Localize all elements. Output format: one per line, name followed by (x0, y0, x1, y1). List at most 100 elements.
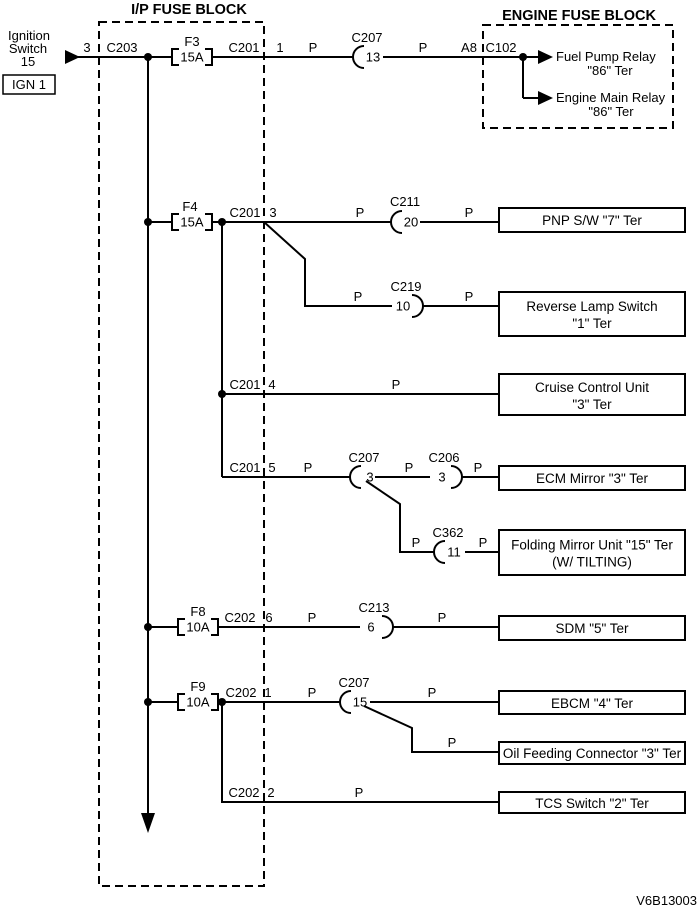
ecm-wirecolor-label-3: P (474, 460, 483, 475)
engine-main-relay-terminal: "86" Ter (588, 104, 634, 119)
junction-dot (519, 53, 527, 61)
junction-dot (144, 218, 152, 226)
fuel-pump-relay-arrow-icon (538, 50, 553, 64)
connector-c207-13-pin: 13 (366, 50, 380, 65)
fuse-f4-rating: 15A (180, 215, 203, 230)
fuse-f3-symbol (171, 48, 213, 66)
ebcm-target-box (498, 690, 686, 715)
main-pin-label: 1 (276, 40, 283, 55)
sdm-target-label: SDM "5" Ter (555, 621, 629, 636)
trunk-down-arrow-icon (141, 813, 155, 833)
engine-fuse-block-boundary (482, 24, 674, 129)
junction-dot (144, 698, 152, 706)
sdm-target-box (498, 615, 686, 641)
source-label-line2: Switch (9, 41, 47, 56)
main-wirecolor-label-2: P (419, 40, 428, 55)
pnp-conn-label: C201 (229, 205, 260, 220)
folding-target-box (498, 529, 686, 576)
cruise-target-label-line2: "3" Ter (572, 397, 612, 412)
junction-dot (144, 623, 152, 631)
pnp-pin-label: 3 (269, 205, 276, 220)
source-arrow-icon (65, 50, 80, 64)
diagram-code: V6B13003 (636, 893, 697, 908)
main-conn-label: C201 (228, 40, 259, 55)
fuse-f8-symbol (177, 618, 219, 636)
ecm-pin-label: 5 (268, 460, 275, 475)
tcs-row-wire (221, 702, 499, 803)
fuse-f8-id: F8 (190, 604, 205, 619)
oil-target-box (498, 741, 686, 765)
source-connector-label: C203 (106, 40, 137, 55)
connector-c211-pin: 20 (404, 215, 418, 230)
sdm-wirecolor-label-1: P (308, 610, 317, 625)
ip-fuse-block-boundary (98, 21, 265, 887)
fuse-f3-id: F3 (184, 34, 199, 49)
pnp-target-label: PNP S/W "7" Ter (542, 213, 642, 228)
reverse-wirecolor-label-2: P (465, 289, 474, 304)
connector-c213-label: C213 (358, 600, 389, 615)
ign1-tag-label: IGN 1 (12, 77, 46, 92)
connector-c102-label: C102 (485, 40, 516, 55)
cruise-wirecolor-label-1: P (392, 377, 401, 392)
folding-wirecolor-label-1: P (412, 535, 421, 550)
connector-c219-arc (411, 294, 424, 318)
tcs-conn-label: C202 (228, 785, 259, 800)
cruise-target-label-line1: Cruise Control Unit (535, 380, 649, 395)
pnp-wirecolor-label-2: P (465, 205, 474, 220)
sdm-conn-label: C202 (224, 610, 255, 625)
source-label-line3: 15 (21, 54, 35, 69)
reverse-wirecolor-label-1: P (354, 289, 363, 304)
fuse-f9-id: F9 (190, 679, 205, 694)
main-wirecolor-label-1: P (309, 40, 318, 55)
fuel-pump-relay-label: Fuel Pump Relay (556, 49, 656, 64)
fuse-f4-id: F4 (182, 199, 197, 214)
folding-target-label-line2: (W/ TILTING) (552, 555, 632, 570)
connector-c211-arc (390, 210, 403, 234)
ecm-target-label: ECM Mirror "3" Ter (536, 471, 649, 486)
ebcm-pin-label: 1 (264, 685, 271, 700)
cruise-conn-label: C201 (229, 377, 260, 392)
ecm-wirecolor-label-2: P (405, 460, 414, 475)
cruise-target-box (498, 373, 686, 416)
engine-main-relay-label: Engine Main Relay (556, 90, 666, 105)
folding-wirecolor-label-2: P (479, 535, 488, 550)
connector-c219-pin: 10 (396, 299, 410, 314)
sdm-wirecolor-label-2: P (438, 610, 447, 625)
connector-c213-arc (381, 615, 394, 639)
pnp-target-box (498, 207, 686, 233)
fuse-f8-rating: 10A (186, 620, 209, 635)
connector-c207-13-label: C207 (351, 30, 382, 45)
engine-fuse-block-title: ENGINE FUSE BLOCK (502, 8, 656, 24)
oil-target-label: Oil Feeding Connector "3" Ter (503, 746, 682, 761)
ebcm-wirecolor-label-2: P (428, 685, 437, 700)
fuse-f3-rating: 15A (180, 50, 203, 65)
sdm-pin-label: 6 (265, 610, 272, 625)
engine-main-relay-arrow-icon (538, 91, 553, 105)
folding-target-label-line1: Folding Mirror Unit "15" Ter (511, 538, 673, 553)
connector-c211-label: C211 (390, 194, 420, 209)
reverse-target-box (498, 291, 686, 337)
connector-c206-pin: 3 (438, 470, 445, 485)
connector-c362-label: C362 (432, 525, 463, 540)
ebcm-wirecolor-label-1: P (308, 685, 317, 700)
ecm-target-box (498, 465, 686, 491)
connector-c207-15-pin: 15 (353, 695, 367, 710)
tcs-wirecolor-label-1: P (355, 785, 364, 800)
source-pin-label: 3 (83, 40, 90, 55)
connector-c207-3-arc (349, 465, 362, 489)
connector-c207-3-label: C207 (348, 450, 379, 465)
connector-c206-arc (450, 465, 463, 489)
tcs-target-box (498, 791, 686, 814)
ign1-tag-box (2, 74, 56, 95)
ebcm-target-label: EBCM "4" Ter (551, 696, 634, 711)
connector-c207-15-arc (339, 690, 352, 714)
reverse-target-label-line2: "1" Ter (572, 316, 612, 331)
fuse-f4-symbol (171, 213, 213, 231)
junction-dot (218, 390, 226, 398)
pnp-wirecolor-label-1: P (356, 205, 365, 220)
folding-row-wire (365, 480, 499, 553)
connector-c207-13-arc (352, 45, 365, 69)
connector-c362-arc (433, 540, 446, 564)
